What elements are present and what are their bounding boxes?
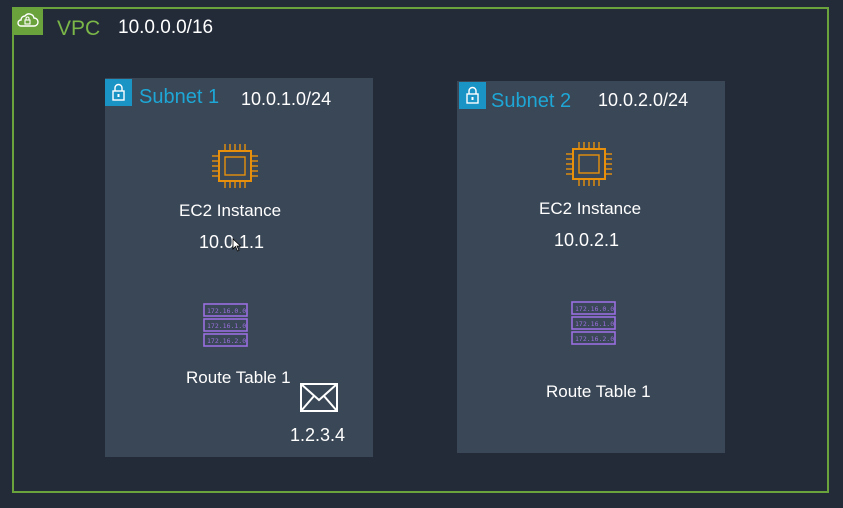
- packet-address: 1.2.3.4: [290, 425, 346, 445]
- subnet-2-cidr: 10.0.2.0/24: [598, 90, 689, 110]
- subnet-1[interactable]: [105, 78, 373, 457]
- subnet-2[interactable]: [457, 81, 725, 453]
- route-table-label: Route Table 1: [546, 382, 651, 401]
- subnet-1-name: Subnet 1: [139, 86, 220, 108]
- mouse-cursor-icon: [232, 238, 242, 257]
- route-entry: 172.16.1.0: [207, 322, 246, 330]
- ec2-instance-label: EC2 Instance: [179, 201, 282, 220]
- cloud-lock-icon: [12, 7, 43, 35]
- route-table-icon[interactable]: 172.16.0.0 172.16.1.0 172.16.2.0: [203, 303, 248, 352]
- route-entry: 172.16.2.0: [207, 337, 246, 345]
- vpc-label: VPC: [57, 17, 101, 40]
- route-table-label: Route Table 1: [186, 368, 291, 387]
- ec2-instance-ip: 10.0.2.1: [554, 230, 620, 250]
- ec2-instance-ip: 10.0.1.1: [199, 232, 265, 252]
- lock-icon: [105, 79, 132, 106]
- vpc-cidr: 10.0.0.0/16: [118, 17, 214, 38]
- ec2-instance-icon[interactable]: [212, 144, 258, 193]
- lock-icon: [459, 82, 486, 109]
- ec2-instance-icon[interactable]: [566, 142, 612, 191]
- route-entry: 172.16.2.0: [575, 335, 614, 343]
- envelope-icon[interactable]: [300, 383, 338, 417]
- route-entry: 172.16.0.0: [207, 307, 246, 315]
- subnet-1-cidr: 10.0.1.0/24: [241, 89, 332, 109]
- route-table-icon[interactable]: 172.16.0.0 172.16.1.0 172.16.2.0: [571, 301, 616, 350]
- route-entry: 172.16.1.0: [575, 320, 614, 328]
- vpc-container: [12, 7, 829, 493]
- subnet-2-name: Subnet 2: [491, 90, 572, 112]
- ec2-instance-label: EC2 Instance: [539, 199, 642, 218]
- route-entry: 172.16.0.0: [575, 305, 614, 313]
